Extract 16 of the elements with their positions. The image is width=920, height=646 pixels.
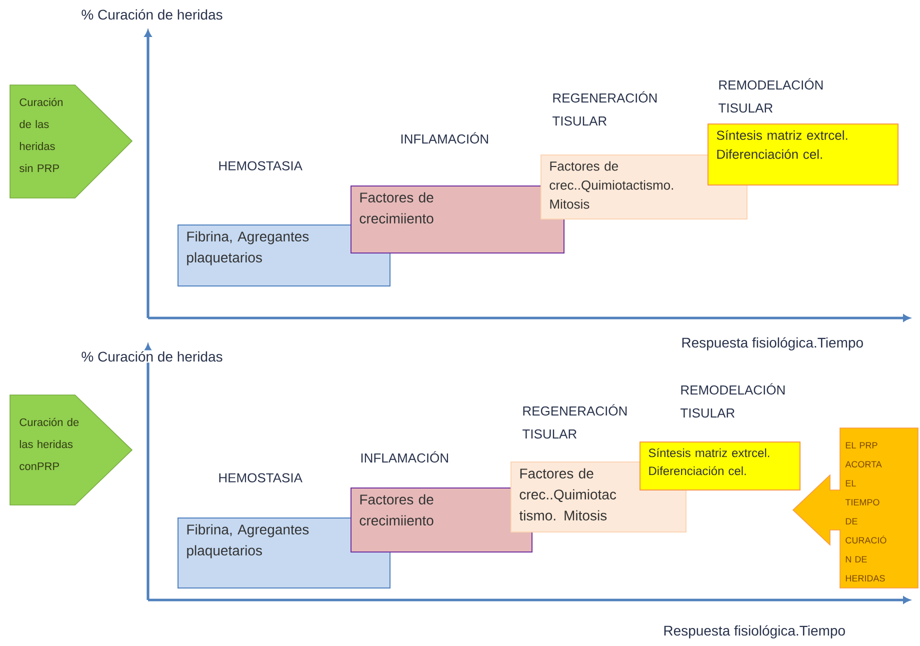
axis-label: % Curación de heridas: [80, 350, 224, 363]
arrow-pentagon: Curación de las heridas sin PRP: [10, 84, 133, 198]
phase-heading: HEMOSTASIA: [219, 473, 302, 482]
phase-box: Síntesis matriz extrcel. Diferenciación cel.: [708, 124, 898, 186]
phase-box: Síntesis matriz extrcel. Diferenciación cel.: [640, 442, 800, 490]
axis-label: % Curación de heridas: [80, 8, 224, 21]
phase-heading: HEMOSTASIA: [219, 161, 302, 170]
phase-heading: INFLAMACIÓN: [361, 451, 448, 463]
phase-box: Fibrina, Agregantes plaquetarios: [178, 224, 390, 286]
phase-heading: REGENERACIÓN TISULAR: [552, 91, 657, 126]
axis-label: Respuesta fisiológica.Tiempo: [680, 336, 865, 352]
phase-heading: REMODELACIÓN TISULAR: [680, 383, 785, 418]
axis-label: Respuesta fisiológica.Tiempo: [662, 624, 847, 640]
arrow-pentagon: Curación de las heridas conPRP: [10, 394, 133, 506]
phase-heading: INFLAMACIÓN: [401, 132, 488, 144]
phase-heading: REGENERACIÓN TISULAR: [522, 404, 627, 439]
